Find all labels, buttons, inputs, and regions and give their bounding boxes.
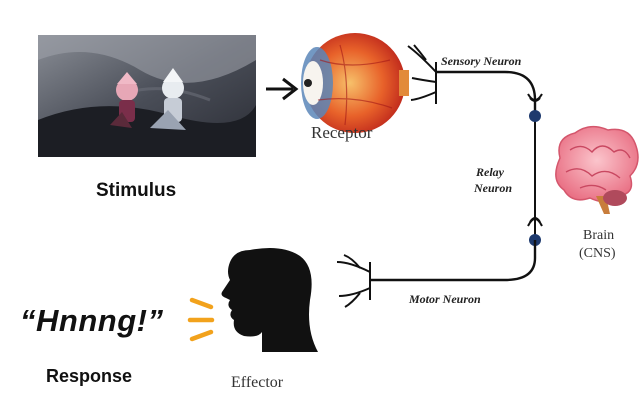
- motor-terminals: [336, 254, 371, 308]
- relay-neuron-label-line1: Relay: [476, 165, 504, 179]
- arrow-right-icon: [266, 77, 299, 101]
- character-pink: [110, 72, 138, 128]
- motor-neuron-axon: [370, 240, 537, 282]
- relay-neuron: [527, 93, 543, 241]
- character-white: [150, 68, 186, 130]
- receptor-label: Receptor: [311, 123, 373, 142]
- stimulus-image: [38, 35, 256, 157]
- cns-label: (CNS): [579, 246, 616, 261]
- response-label: Response: [46, 366, 133, 386]
- effector-label: Effector: [231, 374, 284, 391]
- head-silhouette-icon: [221, 248, 318, 352]
- response-quote: “Hnnng!”: [20, 303, 164, 338]
- sensory-dendrites: [407, 44, 437, 104]
- brain-icon: [555, 125, 639, 214]
- stimulus-label: Stimulus: [96, 180, 177, 201]
- sensory-neuron-axon: [436, 70, 537, 115]
- relay-neuron-label-line2: Neuron: [474, 181, 513, 195]
- brain-label: Brain: [583, 228, 615, 243]
- motor-neuron-label: Motor Neuron: [409, 292, 481, 306]
- sensory-neuron-label: Sensory Neuron: [441, 54, 522, 68]
- synapse-node-top: [529, 110, 541, 122]
- eye-icon: [301, 33, 409, 133]
- sound-waves-icon: [187, 297, 215, 342]
